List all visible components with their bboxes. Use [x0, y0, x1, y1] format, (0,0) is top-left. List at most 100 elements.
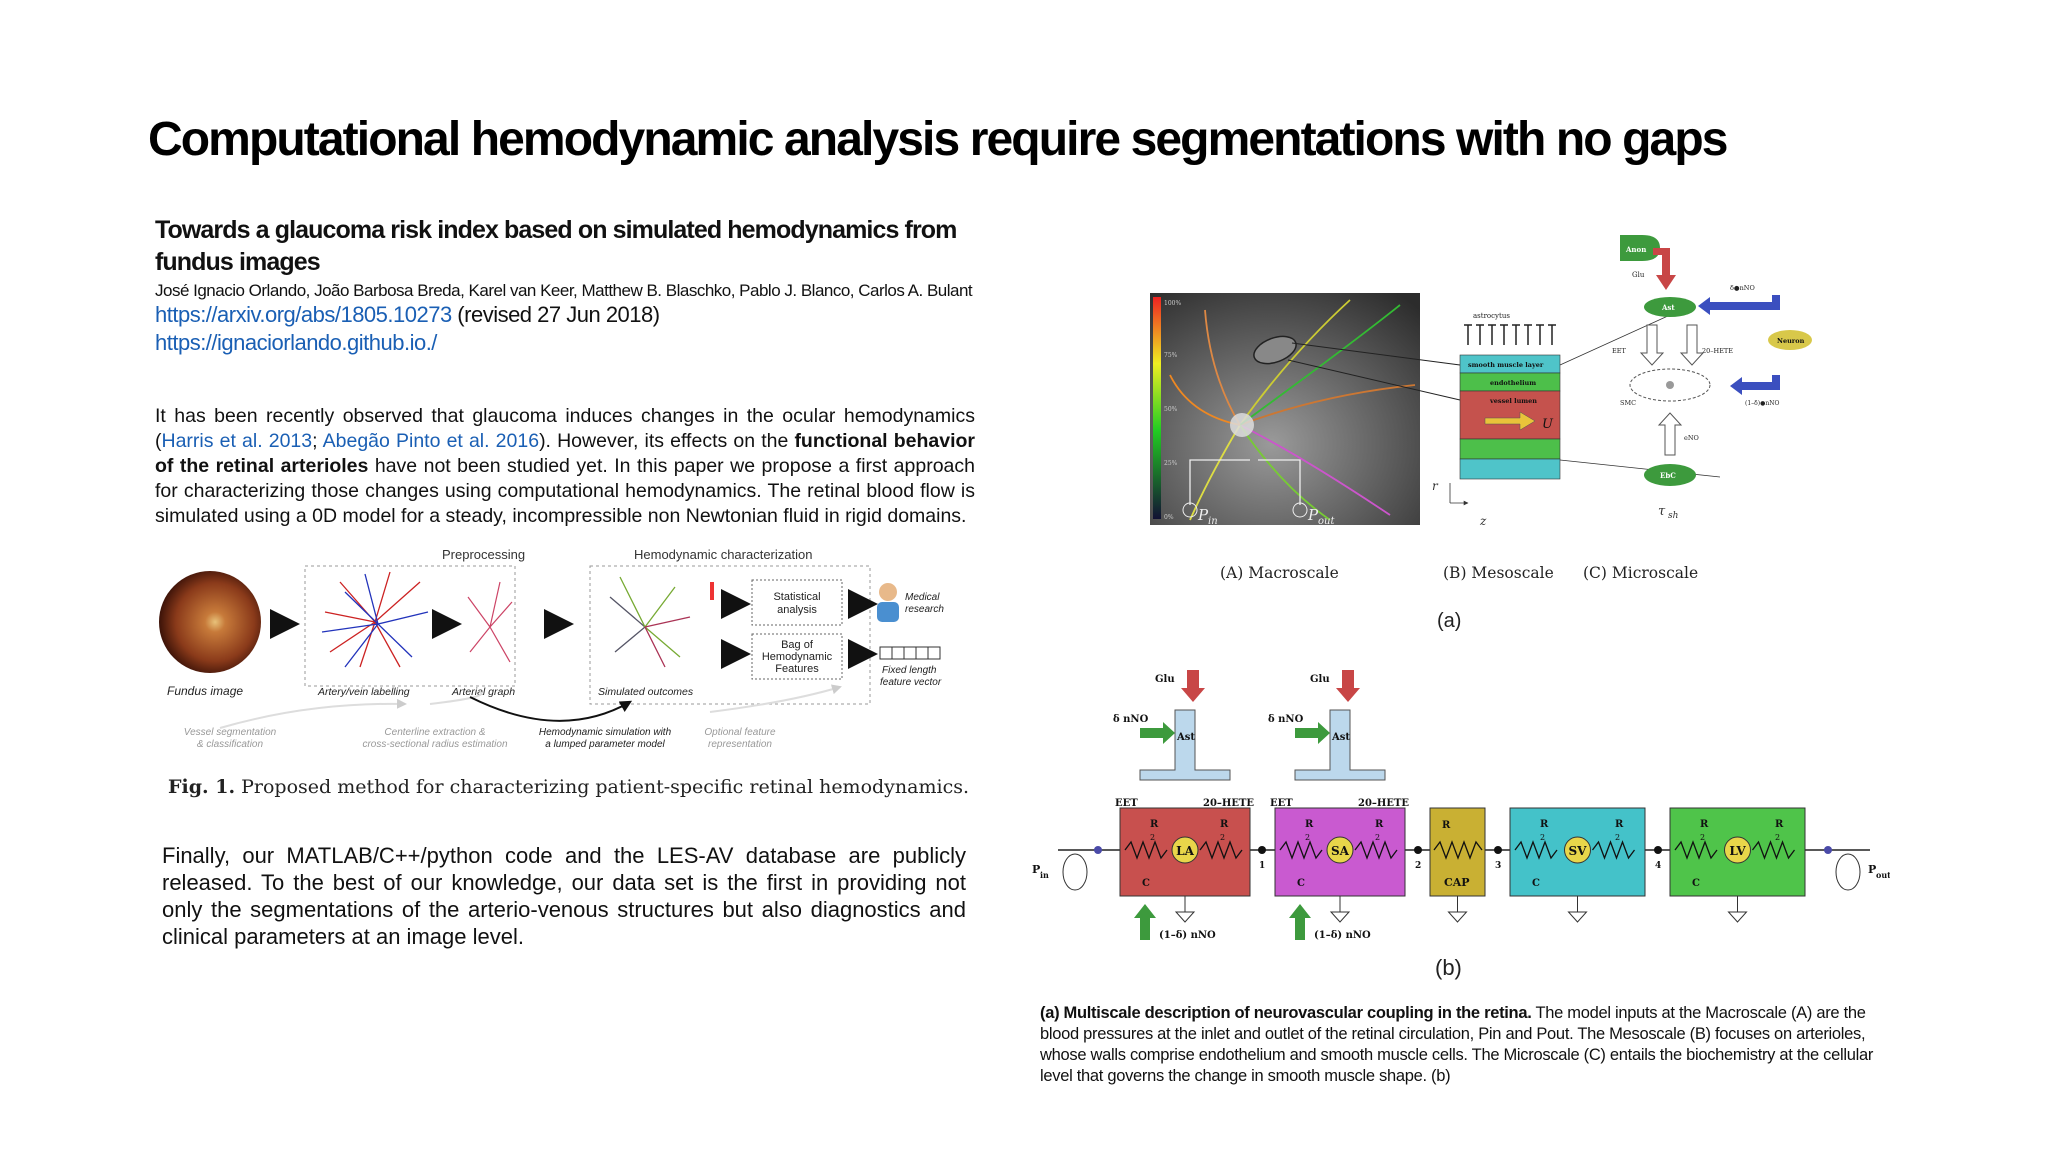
node-number: 4	[1655, 861, 1661, 871]
onno-arrow-icon	[1134, 904, 1156, 940]
eno-label: eNO	[1684, 434, 1699, 442]
panel-a-label: (a)	[1437, 610, 1461, 632]
fixed-label-1: Fixed length	[882, 665, 937, 676]
pin-sub: in	[1040, 870, 1049, 880]
preprocessing-box	[304, 565, 516, 687]
bag-label-2: Hemodynamic	[762, 651, 833, 663]
graph-label: Arterial graph	[451, 686, 515, 698]
flow-arrow	[709, 684, 842, 713]
scale-0: 0%	[1164, 514, 1174, 521]
resistance-label: R	[1700, 819, 1709, 830]
arxiv-line: https://arxiv.org/abs/1805.10273 (revise…	[155, 301, 975, 329]
pout-sub: out	[1876, 870, 1890, 880]
ground-icon	[1174, 896, 1196, 923]
citation-link-abegao[interactable]: Abegão Pinto et al. 2016	[322, 430, 540, 452]
fundus-label: Fundus image	[167, 684, 243, 698]
bag-box	[751, 633, 843, 680]
glu-label: Glu	[1310, 674, 1330, 685]
mesoscale-label: (B) Mesoscale	[1443, 564, 1554, 582]
preprocessing-label: Preprocessing	[442, 547, 525, 562]
hemodynamic-label: Hemodynamic characterization	[634, 547, 812, 562]
feature-vector-icon	[879, 646, 941, 660]
bag-label-3: Features	[775, 663, 819, 675]
ground-icon	[1727, 896, 1748, 923]
resistance-label: R	[1442, 820, 1451, 831]
onno-label: (1–δ) nNO	[1159, 930, 1216, 941]
av-tree	[321, 571, 429, 668]
github-link[interactable]: https://ignaciorlando.github.io./	[155, 330, 437, 355]
citation-link-harris[interactable]: Harris et al. 2013	[161, 430, 313, 452]
arterial-graph	[467, 581, 513, 663]
fig1-label: Fig. 1.	[168, 776, 236, 798]
paper-title: Towards a glaucoma risk index based on s…	[155, 216, 957, 276]
arxiv-link[interactable]: https://arxiv.org/abs/1805.10273	[155, 302, 452, 327]
figure-caption: (a) Multiscale description of neurovascu…	[1040, 1003, 1885, 1087]
paper-reference: Towards a glaucoma risk index based on s…	[155, 214, 975, 357]
closing-paragraph: Finally, our MATLAB/C++/python code and …	[162, 843, 966, 949]
glu-label: Glu	[1155, 674, 1175, 685]
capacitance-label: C	[1297, 878, 1305, 889]
resistor-icon	[1199, 840, 1243, 860]
sv-node	[1564, 836, 1591, 864]
ground-icon	[1567, 896, 1588, 923]
pin-label: P	[1197, 506, 1209, 524]
resistor-icon	[1591, 840, 1636, 860]
node-number: 3	[1495, 861, 1501, 871]
paper-authors: José Ignacio Orlando, João Barbosa Breda…	[155, 281, 973, 300]
astrocyte-shape	[1139, 709, 1231, 781]
neuron-label: Neuron	[1777, 337, 1805, 345]
ast-label: Ast	[1331, 732, 1350, 743]
pin-source	[1062, 853, 1088, 891]
resistance-label: R	[1540, 819, 1549, 830]
outlet-dot	[1824, 846, 1832, 854]
lv-node	[1724, 836, 1751, 864]
zoom-lines	[1287, 342, 1461, 401]
pout-sub: out	[1318, 516, 1335, 527]
step4-label-2: representation	[708, 739, 772, 750]
tau-sub: sh	[1668, 511, 1678, 521]
flow-arrow	[219, 698, 407, 729]
scale-75: 75%	[1164, 352, 1178, 359]
onno-label: (1–δ)●nNO	[1745, 400, 1779, 407]
lumen-label: vessel lumen	[1489, 397, 1537, 405]
cap-compartment	[1429, 807, 1486, 897]
endothelium-label: endothelium	[1490, 379, 1536, 387]
abstract-part: ;	[312, 430, 323, 452]
resistor-icon	[1279, 840, 1323, 860]
ground-icon	[1329, 896, 1351, 923]
fig1-text: Proposed method for characterizing patie…	[235, 776, 970, 798]
la-label: LA	[1176, 844, 1194, 858]
resistance-label: R	[1375, 819, 1384, 830]
macroscale-image: 100% 75% 50% 25% 0% P in P out	[1150, 293, 1420, 527]
hete-label: 20–HETE	[1203, 798, 1254, 809]
ground-icon	[1447, 896, 1468, 923]
resistor-icon	[1674, 840, 1718, 860]
step1-label-2: & classification	[197, 739, 264, 750]
sv-label: SV	[1569, 844, 1588, 858]
capacitance-label: C	[1692, 878, 1700, 889]
anon-label: Anon	[1625, 245, 1646, 254]
lv-label: LV	[1729, 844, 1746, 858]
step2-label-2: cross-sectional radius estimation	[362, 739, 507, 750]
half-label: 2	[1375, 833, 1380, 842]
dnno-label: δ nNO	[1268, 714, 1304, 725]
colorbar	[710, 582, 714, 600]
simulated-tree	[609, 576, 691, 668]
resistor-icon	[1354, 840, 1398, 860]
astrocytus-label: astrocytus	[1473, 312, 1510, 320]
pout-label: P	[1868, 863, 1876, 876]
panel-b-label: (b)	[1435, 955, 1462, 980]
scale-50: 50%	[1164, 406, 1178, 413]
statistical-box	[751, 579, 843, 626]
eet-label: EET	[1115, 798, 1138, 809]
resistance-label: R	[1220, 819, 1229, 830]
revision-note: (revised 27 Jun 2018)	[451, 302, 660, 327]
statistical-label-1: Statistical	[773, 591, 820, 603]
half-label: 2	[1540, 833, 1545, 842]
av-label: Artery/vein labelling	[317, 686, 410, 698]
pin-label: P	[1032, 863, 1040, 876]
node-number: 1	[1259, 861, 1265, 871]
step3-label-1: Hemodynamic simulation with	[539, 727, 672, 738]
simulation-arrow	[469, 696, 633, 722]
inlet-dot	[1094, 846, 1102, 854]
